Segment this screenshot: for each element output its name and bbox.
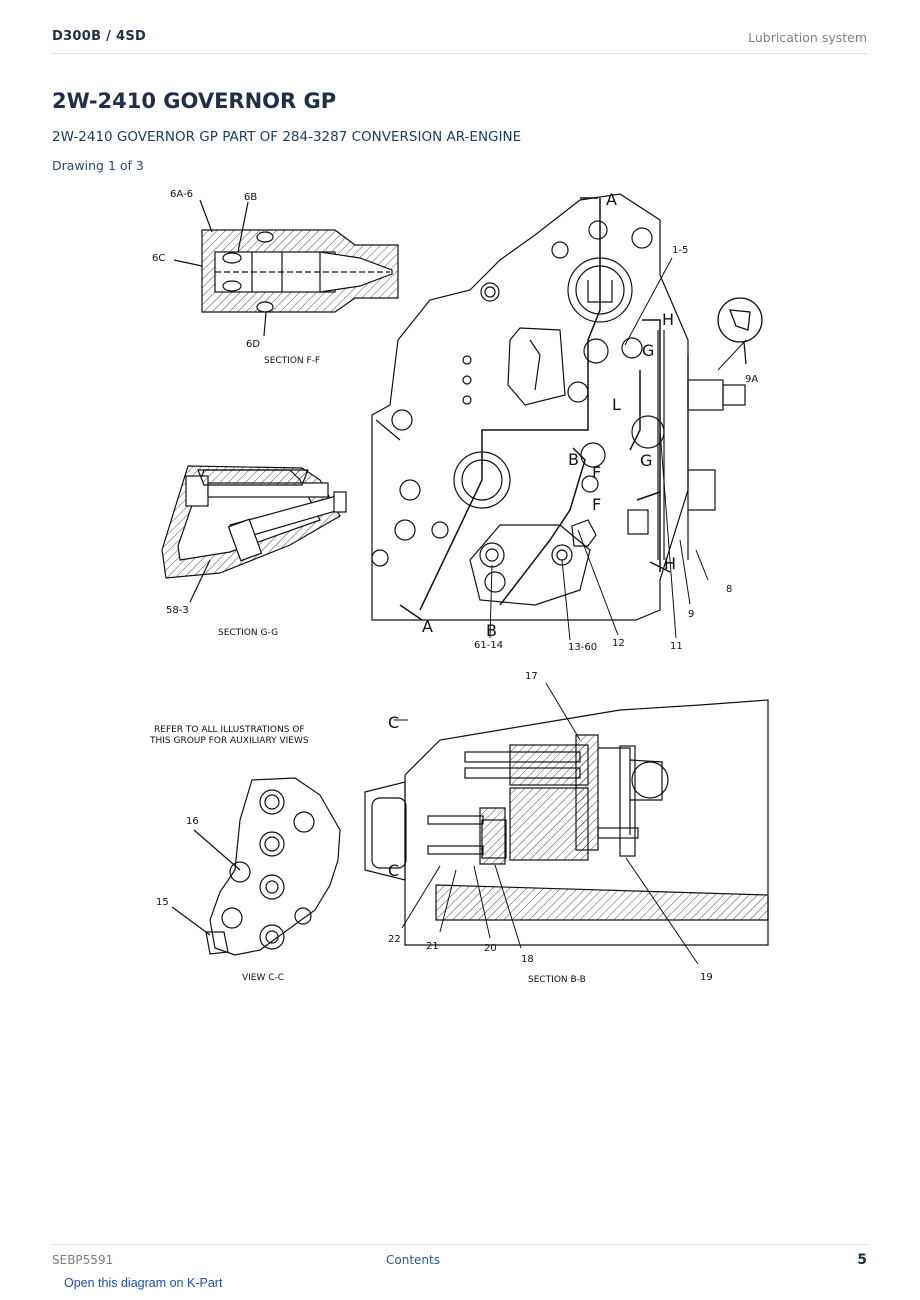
section-letter-g-top: G: [642, 341, 654, 360]
section-letter-l: L: [612, 395, 621, 414]
callout-6c: 6C: [152, 253, 165, 264]
view-cc-caption: VIEW C-C: [242, 973, 284, 983]
callout-17: 17: [525, 671, 538, 682]
callout-20: 20: [484, 943, 497, 954]
detail-9a-bubble: [717, 297, 763, 365]
section-cut-lines: [399, 197, 671, 621]
document-model: D300B / 4SD: [52, 29, 147, 44]
callout-18: 18: [521, 954, 534, 965]
open-kpart-link[interactable]: Open this diagram on K-Part: [64, 1276, 223, 1290]
callout-9a: 9A: [745, 374, 758, 385]
view-cc-drawing: [171, 777, 341, 956]
section-letter-a-bottom: A: [422, 617, 433, 636]
callout-12: 12: [612, 638, 625, 649]
governor-parts-diagram: 6A-6 6B 6C 6D SECTION F-F 58-3 SECTION G…: [149, 189, 769, 985]
section-gg-drawing: [161, 465, 347, 603]
section-bb-leaders: [394, 682, 699, 965]
section-ff-caption: SECTION F-F: [264, 356, 320, 366]
section-letter-h-top: H: [662, 310, 674, 329]
section-letter-g-bottom: G: [640, 451, 652, 470]
governor-housing-drawing: [371, 193, 746, 621]
page-number: 5: [857, 1252, 867, 1268]
callout-6a-6: 6A-6: [170, 189, 193, 200]
callout-16: 16: [186, 816, 199, 827]
callout-13-60: 13-60: [568, 642, 597, 653]
document-id: SEBP5591: [52, 1253, 114, 1267]
callout-21: 21: [426, 941, 439, 952]
page-subtitle: 2W-2410 GOVERNOR GP PART OF 284-3287 CON…: [52, 129, 522, 145]
auxiliary-note-line-1: REFER TO ALL ILLUSTRATIONS OF: [154, 725, 305, 735]
callout-6b: 6B: [244, 192, 257, 203]
contents-link[interactable]: Contents: [386, 1253, 440, 1267]
callout-22: 22: [388, 934, 401, 945]
section-letter-a-top: A: [606, 190, 617, 209]
header-divider: [52, 53, 867, 54]
section-letter-f-top: F: [592, 463, 601, 482]
callout-19: 19: [700, 972, 713, 983]
section-ff-drawing: [173, 199, 399, 337]
callout-8: 8: [726, 584, 732, 595]
section-name: Lubrication system: [748, 30, 867, 45]
section-gg-caption: SECTION G-G: [218, 628, 278, 638]
section-letter-f-bottom: F: [592, 495, 601, 514]
footer-divider: [52, 1244, 867, 1245]
section-letter-c-top: C: [388, 713, 399, 732]
section-bb-caption: SECTION B-B: [528, 975, 586, 985]
section-letter-b-bottom: B: [486, 621, 497, 640]
main-view-leaders: [489, 257, 747, 641]
section-letter-c-bottom: C: [388, 861, 399, 880]
page-title: 2W-2410 GOVERNOR GP: [52, 89, 337, 113]
callout-6d: 6D: [246, 339, 260, 350]
callout-11: 11: [670, 641, 683, 652]
section-letter-b-top: B: [568, 450, 579, 469]
section-bb-drawing: [364, 699, 769, 946]
drawing-label: Drawing 1 of 3: [52, 158, 144, 173]
callout-15: 15: [156, 897, 169, 908]
callout-9: 9: [688, 609, 694, 620]
callout-1-5: 1-5: [672, 245, 688, 256]
callout-61-14: 61-14: [474, 640, 503, 651]
callout-58-3: 58-3: [166, 605, 189, 616]
auxiliary-note-line-2: THIS GROUP FOR AUXILIARY VIEWS: [149, 736, 309, 746]
